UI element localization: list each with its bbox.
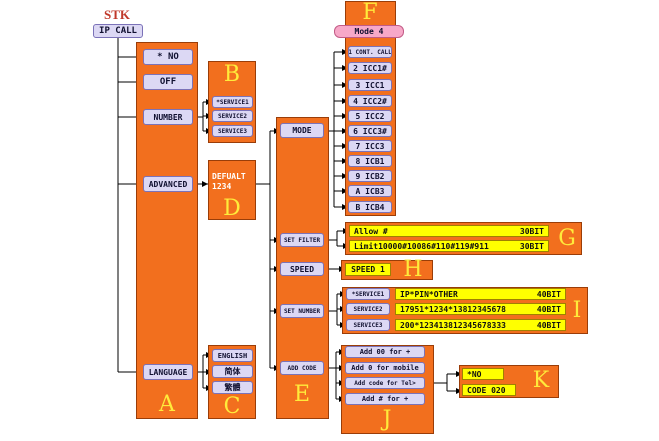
label-b: B: [223, 62, 241, 87]
code-option-020[interactable]: CODE 020: [462, 384, 516, 396]
set-number-label-2: SERVICE2: [346, 303, 390, 315]
panel-j-add-codes: [341, 345, 434, 434]
advanced-set-number[interactable]: SET NUMBER: [280, 304, 324, 318]
filter-row-1-bits: 30BIT: [519, 226, 544, 236]
set-number-label-3: SERVICE3: [346, 319, 390, 331]
advanced-speed[interactable]: SPEED: [280, 262, 324, 276]
code-option-no[interactable]: *NO: [462, 368, 504, 380]
stk-title: STK: [104, 7, 131, 22]
add-code-4[interactable]: Add # for +: [345, 393, 425, 405]
label-h: H: [403, 257, 423, 282]
filter-row-2-bits: 30BIT: [519, 241, 544, 251]
service-item-1[interactable]: *SERVICE1: [212, 96, 253, 108]
language-traditional[interactable]: 繁體: [212, 381, 253, 394]
advanced-add-code[interactable]: ADD CODE: [280, 361, 324, 375]
set-number-row-1-bits: 40BIT: [536, 289, 561, 299]
panel-a-main-menu: [136, 42, 198, 419]
add-code-3[interactable]: Add code for Tel>: [345, 377, 425, 389]
filter-row-2-text: Limit10000#10086#110#119#911: [354, 241, 489, 251]
root-ip-call[interactable]: IP CALL: [93, 24, 143, 38]
label-c: C: [223, 394, 241, 419]
label-k: K: [532, 368, 550, 393]
add-code-1[interactable]: Add 00 for +: [345, 346, 425, 358]
menu-item-number[interactable]: NUMBER: [143, 109, 193, 125]
default-label: DEFUALT: [212, 172, 246, 181]
mode-item[interactable]: 4 ICC2#: [348, 95, 392, 107]
code-option-020-text: CODE 020: [467, 385, 506, 395]
service-item-3[interactable]: SERVICE3: [212, 125, 253, 137]
mode-current: Mode 4: [334, 25, 404, 38]
menu-item-advanced[interactable]: ADVANCED: [143, 176, 193, 192]
filter-row-2[interactable]: Limit10000#10086#110#119#911 30BIT: [349, 240, 549, 252]
mode-item[interactable]: 8 ICB1: [348, 155, 392, 167]
label-g: G: [558, 226, 576, 251]
mode-item[interactable]: 2 ICC1#: [348, 62, 392, 74]
label-a: A: [159, 392, 175, 417]
add-code-2[interactable]: Add 0 for mobile: [345, 362, 425, 374]
speed-value-text: SPEED 1: [351, 265, 385, 274]
set-number-row-2[interactable]: 17951*1234*13812345678 40BIT: [395, 303, 566, 315]
label-f: F: [362, 0, 378, 25]
mode-item[interactable]: A ICB3: [348, 185, 392, 197]
label-d: D: [223, 196, 241, 221]
set-number-row-1-text: IP*PIN*OTHER: [400, 289, 458, 299]
label-i: I: [572, 298, 582, 323]
menu-item-language[interactable]: LANGUAGE: [143, 364, 193, 380]
advanced-mode[interactable]: MODE: [280, 123, 324, 138]
filter-row-1[interactable]: Allow # 30BIT: [349, 225, 549, 237]
advanced-set-filter[interactable]: SET FILTER: [280, 233, 324, 247]
code-option-no-text: *NO: [467, 369, 482, 379]
set-number-row-3-bits: 40BIT: [536, 320, 561, 330]
service-item-2[interactable]: SERVICE2: [212, 110, 253, 122]
mode-item[interactable]: 5 ICC2: [348, 110, 392, 122]
mode-item[interactable]: 7 ICC3: [348, 140, 392, 152]
menu-item-off[interactable]: OFF: [143, 74, 193, 90]
mode-item[interactable]: 9 ICB2: [348, 170, 392, 182]
speed-value[interactable]: SPEED 1: [345, 263, 391, 276]
set-number-row-2-text: 17951*1234*13812345678: [400, 304, 506, 314]
panel-d-default: [208, 160, 256, 220]
set-number-row-2-bits: 40BIT: [536, 304, 561, 314]
default-code: 1234: [212, 182, 232, 191]
language-simplified[interactable]: 简体: [212, 365, 253, 378]
set-number-row-3[interactable]: 200*123413812345678333 40BIT: [395, 319, 566, 331]
menu-item-no[interactable]: * NO: [143, 49, 193, 65]
filter-row-1-text: Allow #: [354, 226, 388, 236]
set-number-row-1[interactable]: IP*PIN*OTHER 40BIT: [395, 288, 566, 300]
set-number-label-1: *SERVICE1: [346, 288, 390, 300]
mode-item[interactable]: 3 ICC1: [348, 79, 392, 91]
language-english[interactable]: ENGLISH: [212, 349, 253, 362]
label-e: E: [293, 382, 311, 407]
mode-item[interactable]: 1 CONT. CALL: [348, 46, 392, 58]
mode-item[interactable]: 6 ICC3#: [348, 125, 392, 137]
label-j: J: [382, 407, 392, 432]
set-number-row-3-text: 200*123413812345678333: [400, 320, 506, 330]
mode-item[interactable]: B ICB4: [348, 201, 392, 213]
